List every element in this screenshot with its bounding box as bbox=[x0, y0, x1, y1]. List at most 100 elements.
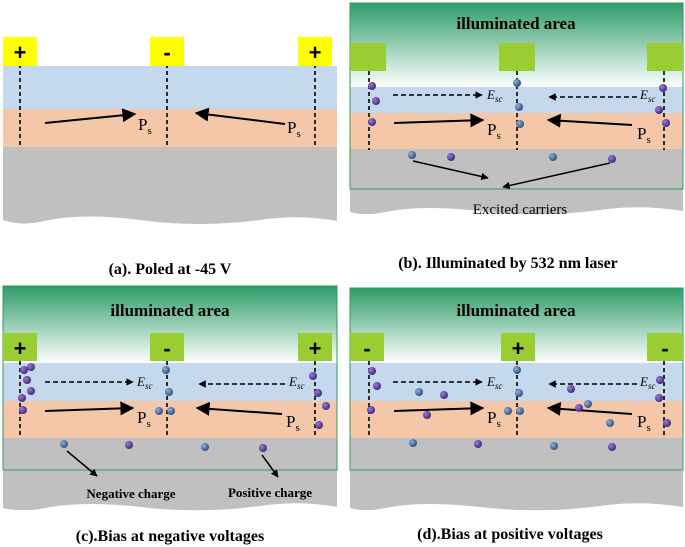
carrier-arrow bbox=[412, 160, 489, 181]
panel-d: illuminated area - + - Esc Esc Ps Ps bbox=[349, 287, 684, 543]
polarization-arrow bbox=[44, 108, 137, 124]
illuminated-label: illuminated area bbox=[456, 301, 576, 320]
ps-label: Ps bbox=[287, 118, 301, 140]
substrate-charge bbox=[201, 443, 209, 451]
substrate-charge bbox=[409, 439, 417, 447]
charge bbox=[167, 407, 175, 415]
charge bbox=[567, 385, 575, 393]
caption-b: (b). Illuminated by 532 nm laser bbox=[398, 255, 618, 272]
substrate-edge bbox=[350, 470, 683, 511]
charge bbox=[372, 97, 380, 105]
substrate-edge bbox=[3, 470, 337, 511]
electrode bbox=[3, 37, 37, 66]
charge bbox=[513, 366, 521, 374]
esc-label: Esc bbox=[136, 374, 152, 391]
charge bbox=[368, 82, 376, 90]
electrode bbox=[499, 43, 535, 71]
electrode bbox=[647, 333, 683, 361]
charge bbox=[423, 411, 431, 419]
electrode bbox=[501, 333, 535, 361]
charge bbox=[315, 421, 323, 429]
charge bbox=[27, 387, 35, 395]
charge bbox=[659, 84, 667, 92]
charge-arrow bbox=[261, 454, 279, 478]
illuminated-label: illuminated area bbox=[110, 301, 230, 320]
substrate-charge bbox=[474, 440, 482, 448]
substrate-charge bbox=[60, 440, 68, 448]
ps-label: Ps bbox=[487, 408, 501, 430]
caption-a: (a). Poled at -45 V bbox=[109, 261, 232, 278]
caption-d: (d).Bias at positive voltages bbox=[417, 526, 603, 543]
positive-charge-note: Positive charge bbox=[228, 485, 312, 500]
illuminated-label: illuminated area bbox=[456, 14, 576, 33]
charge bbox=[367, 406, 375, 414]
charge bbox=[606, 419, 614, 427]
ps-label: Ps bbox=[637, 124, 651, 146]
electrode-sign: + bbox=[14, 336, 27, 361]
charge bbox=[575, 404, 583, 412]
charge bbox=[322, 402, 330, 410]
electrode bbox=[298, 333, 332, 361]
orange-layer bbox=[3, 109, 337, 147]
charge bbox=[368, 367, 376, 375]
charge bbox=[440, 391, 448, 399]
electrode bbox=[3, 333, 37, 361]
charge bbox=[314, 389, 322, 397]
panel-a: + - + Ps Ps (a). Poled at -45 V bbox=[3, 37, 337, 278]
polarization-arrow bbox=[194, 107, 286, 125]
charge bbox=[513, 79, 521, 87]
ps-label: Ps bbox=[138, 115, 152, 137]
electrode bbox=[150, 37, 184, 66]
electrode bbox=[350, 333, 384, 361]
panel-frame bbox=[349, 2, 684, 190]
excited-carrier bbox=[408, 151, 416, 159]
negative-charge-note: Negative charge bbox=[86, 486, 175, 501]
ps-label: Ps bbox=[487, 120, 501, 142]
ps-label: Ps bbox=[637, 412, 651, 434]
carriers-note: Excited carriers bbox=[473, 202, 568, 218]
electrode-sign: - bbox=[661, 336, 668, 361]
esc-label: Esc bbox=[639, 374, 655, 391]
charge bbox=[515, 389, 523, 397]
charge bbox=[516, 407, 524, 415]
polarization-arrow bbox=[393, 401, 485, 416]
charge bbox=[515, 103, 523, 111]
charge bbox=[662, 119, 670, 127]
charge bbox=[655, 106, 663, 114]
polarization-arrow bbox=[546, 401, 633, 416]
polarization-arrow bbox=[195, 401, 283, 416]
panel-frame bbox=[2, 285, 338, 471]
charge bbox=[19, 406, 27, 414]
charge bbox=[663, 419, 671, 427]
polarization-arrow bbox=[44, 401, 135, 416]
charge bbox=[656, 376, 664, 384]
charge bbox=[18, 394, 26, 402]
excited-carrier bbox=[549, 153, 557, 161]
substrate-charge bbox=[259, 444, 267, 452]
charge bbox=[27, 363, 35, 371]
electrode-sign: + bbox=[309, 336, 322, 361]
electrode-sign: + bbox=[512, 336, 525, 361]
charge bbox=[165, 388, 173, 396]
esc-label: Esc bbox=[639, 87, 655, 104]
charge bbox=[20, 366, 28, 374]
charge bbox=[504, 407, 512, 415]
charge bbox=[368, 118, 376, 126]
electrode-sign: + bbox=[14, 40, 27, 65]
charge bbox=[162, 366, 170, 374]
polarization-arrow bbox=[393, 113, 485, 128]
ps-label: Ps bbox=[286, 412, 300, 434]
polarization-arrow bbox=[546, 113, 633, 128]
electrode-sign: - bbox=[163, 40, 170, 65]
substrate-charge bbox=[550, 442, 558, 450]
excited-carrier bbox=[447, 153, 455, 161]
electrode bbox=[350, 43, 386, 71]
blue-layer bbox=[3, 66, 337, 109]
electrode-sign: + bbox=[309, 40, 322, 65]
electrode bbox=[150, 333, 184, 361]
panel-c: illuminated area + - + Esc Esc Ps Ps bbox=[2, 285, 338, 545]
electrode-sign: - bbox=[363, 336, 370, 361]
excited-carrier bbox=[608, 155, 616, 163]
panel-frame bbox=[349, 287, 684, 471]
